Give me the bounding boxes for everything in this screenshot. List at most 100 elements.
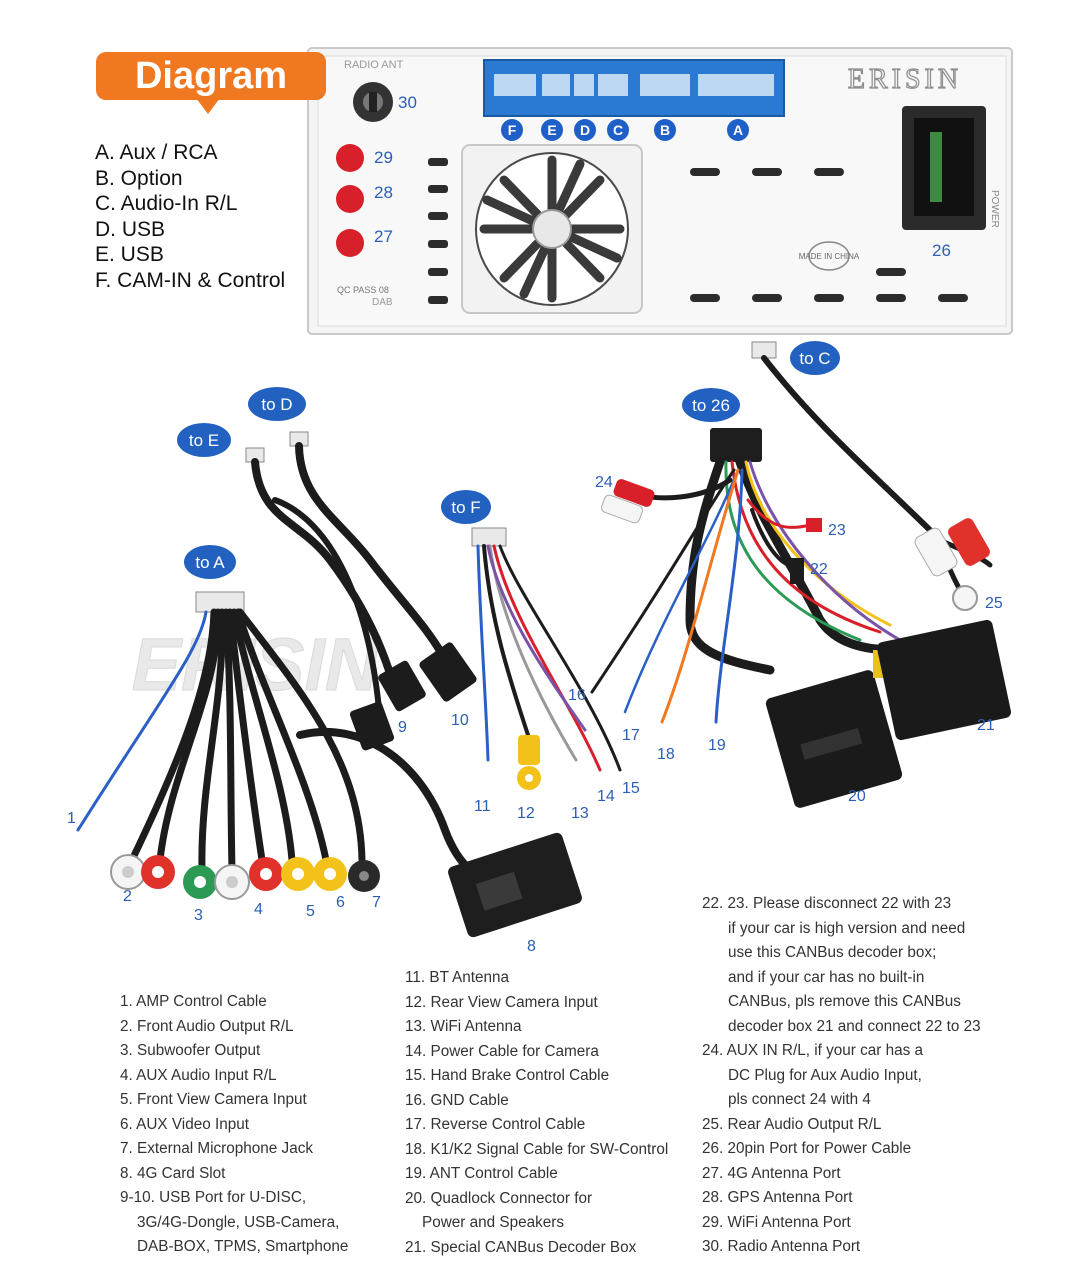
legend-item: 11. BT Antenna (405, 969, 510, 986)
legend-item: 30. Radio Antenna Port (702, 1238, 861, 1255)
callout-22: 22 (810, 561, 828, 578)
legend-item: 17. Reverse Control Cable (405, 1116, 586, 1133)
legend-item: 5. Front View Camera Input (120, 1091, 307, 1108)
callout-6: 6 (336, 894, 345, 911)
legend-item: 19. ANT Control Cable (405, 1165, 558, 1182)
legend-item: 24. AUX IN R/L, if your car has a (702, 1042, 924, 1059)
legend-item: 16. GND Cable (405, 1091, 509, 1109)
callout-2: 2 (123, 888, 132, 905)
canbus-decoder-box (877, 619, 1011, 741)
port-letter-a: A (733, 122, 743, 138)
legend-item-continued: and if your car has no built-in (728, 968, 925, 986)
made-in-label: MADE IN CHINA (799, 252, 860, 261)
bubble-to-c: to C (799, 349, 830, 368)
harness-a (76, 591, 504, 884)
port-legend-item: C. Audio-In R/L (95, 192, 238, 216)
callout-7: 7 (372, 894, 381, 911)
port-letter-b: B (660, 122, 670, 138)
port-legend-item: E. USB (95, 243, 164, 267)
harness-c-rear-audio (751, 341, 993, 611)
legend-item-continued: 3G/4G-Dongle, USB-Camera, (137, 1213, 340, 1231)
diagram-title: Diagram (134, 54, 288, 97)
callout-24: 24 (595, 474, 613, 491)
callout-25: 25 (985, 595, 1003, 612)
callout-21: 21 (977, 717, 995, 734)
legend-item: 22. 23. Please disconnect 22 with 23 (702, 895, 952, 912)
legend-item: 9-10. USB Port for U-DISC, (120, 1189, 307, 1206)
4g-card-slot-module (448, 832, 582, 938)
legend-item: 8. 4G Card Slot (120, 1164, 226, 1182)
legend-column-1: 1. AMP Control Cable 2. Front Audio Outp… (120, 990, 348, 1260)
port-legend-item: A. Aux / RCA (95, 141, 218, 164)
wifi-antenna-port (336, 144, 364, 172)
callout-20: 20 (848, 788, 866, 805)
harness-f-camera (471, 527, 622, 790)
callout-16: 16 (568, 687, 586, 704)
panel-number-26: 26 (932, 241, 951, 260)
banner-pointer (196, 98, 220, 114)
callout-19: 19 (708, 737, 726, 754)
legend-item: 1. AMP Control Cable (120, 993, 267, 1010)
legend-item: 7. External Microphone Jack (120, 1140, 314, 1157)
harness-26-power (590, 428, 905, 724)
diagram-banner: Diagram (96, 52, 326, 100)
legend-item-continued: DAB-BOX, TPMS, Smartphone (137, 1238, 349, 1255)
port-legend-item: B. Option (95, 166, 183, 190)
legend-item: 20. Quadlock Connector for (405, 1189, 593, 1207)
callout-15: 15 (622, 780, 640, 797)
brand-logo: ERISIN (848, 64, 962, 95)
legend-item: 28. GPS Antenna Port (702, 1189, 853, 1206)
legend-item: 14. Power Cable for Camera (405, 1042, 599, 1060)
callout-11: 11 (474, 798, 491, 815)
callout-3: 3 (194, 907, 203, 924)
numbered-callouts: 1 2 3 4 5 6 7 8 9 10 11 12 13 14 15 16 1… (67, 474, 1003, 955)
bubble-to-a: to A (195, 553, 225, 572)
legend-item: 12. Rear View Camera Input (405, 993, 598, 1011)
rca-plugs-front (110, 854, 380, 900)
legend-item: 4. AUX Audio Input R/L (120, 1066, 277, 1084)
legend-item: 18. K1/K2 Signal Cable for SW-Control (405, 1140, 669, 1158)
bubble-to-d: to D (261, 395, 292, 414)
harness-d-e-usb (245, 431, 477, 751)
callout-10: 10 (451, 712, 469, 729)
port-letter-f: F (508, 122, 517, 138)
bubble-to-e: to E (189, 431, 219, 450)
bubble-to-26: to 26 (692, 396, 730, 415)
callout-8: 8 (527, 938, 536, 955)
legend-item: 25. Rear Audio Output R/L (702, 1115, 882, 1133)
head-unit-back-panel: RADIO ANT 30 29 28 27 QC PASS 08 DAB (307, 47, 1013, 335)
legend-item-continued: DC Plug for Aux Audio Input, (728, 1066, 922, 1084)
legend-item-continued: pls connect 24 with 4 (728, 1091, 871, 1108)
port-letter-e: E (547, 122, 556, 138)
legend-item: 26. 20pin Port for Power Cable (702, 1140, 912, 1157)
callout-5: 5 (306, 903, 315, 920)
panel-number-28: 28 (374, 183, 393, 202)
legend-item: 29. WiFi Antenna Port (702, 1213, 851, 1231)
legend-item: 27. 4G Antenna Port (702, 1164, 841, 1182)
port-letter-c: C (613, 122, 623, 138)
qc-pass-label: QC PASS 08 (337, 285, 389, 295)
legend-item-continued: Power and Speakers (422, 1214, 565, 1231)
port-letter-markers: F E D C B A (501, 119, 749, 141)
power-label: POWER (989, 190, 1000, 228)
made-in-china-stamp (808, 241, 850, 271)
legend-item: 13. WiFi Antenna (405, 1018, 522, 1035)
legend-item: 21. Special CANBus Decoder Box (405, 1238, 637, 1256)
callout-13: 13 (571, 805, 589, 822)
legend-item: 6. AUX Video Input (120, 1115, 249, 1133)
legend-item-continued: if your car is high version and need (728, 919, 966, 937)
dab-label: DAB (372, 297, 393, 308)
legend-item-continued: use this CANBus decoder box; (728, 944, 937, 961)
port-legend-item: F. CAM-IN & Control (95, 268, 286, 292)
callout-9: 9 (398, 719, 407, 736)
bubble-labels: to C to D to E to 26 to F to A (177, 341, 840, 579)
4g-antenna-port (336, 229, 364, 257)
callout-17: 17 (622, 727, 640, 744)
legend-column-3: 22. 23. Please disconnect 22 with 23 if … (702, 892, 981, 1260)
panel-number-27: 27 (374, 227, 393, 246)
callout-14: 14 (597, 788, 615, 805)
callout-12: 12 (517, 805, 535, 822)
legend-item: 3. Subwoofer Output (120, 1042, 261, 1059)
legend-item-continued: decoder box 21 and connect 22 to 23 (728, 1017, 981, 1035)
